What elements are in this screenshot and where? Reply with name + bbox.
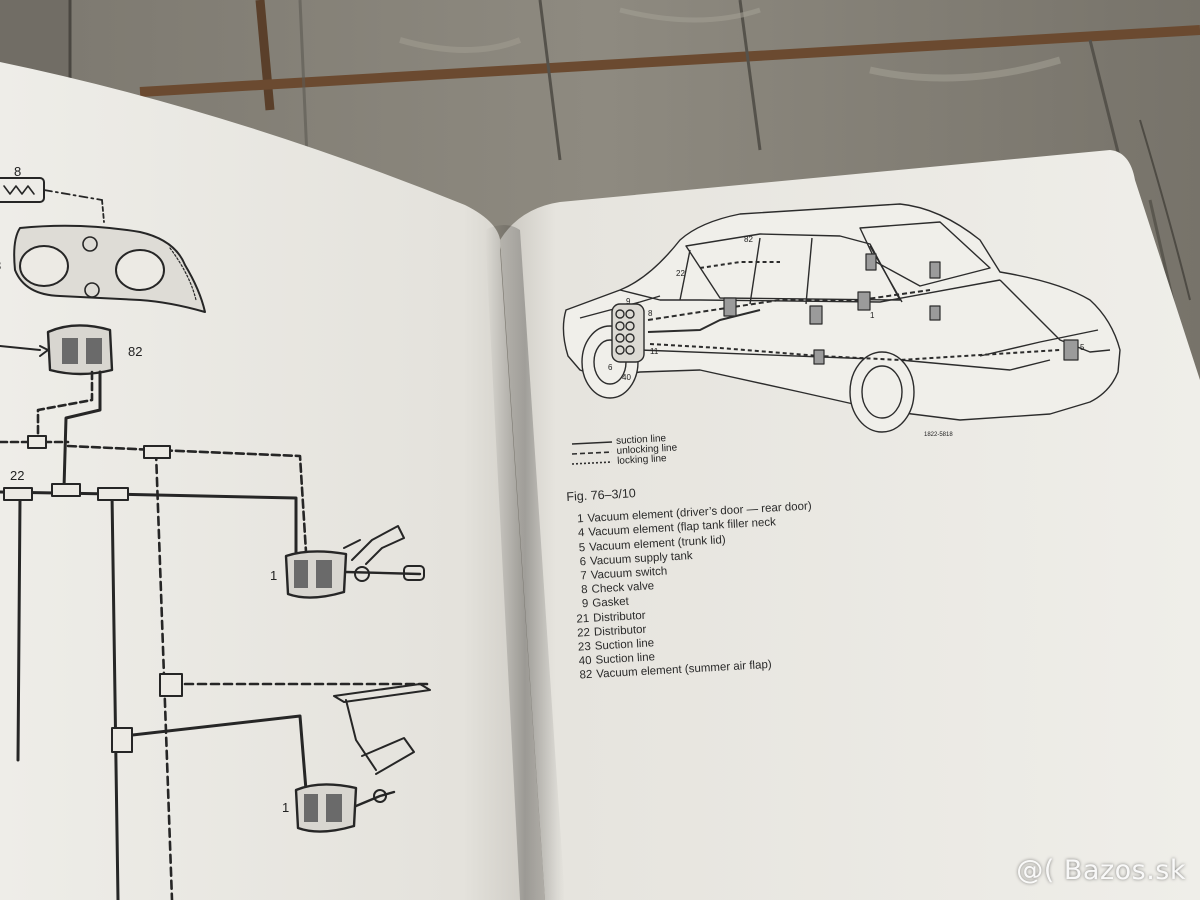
check-valve-symbol (0, 177, 105, 223)
car-callout-22: 22 (676, 269, 685, 278)
car-callout-11: 11 (650, 347, 659, 356)
legend-item-number: 82 (579, 669, 593, 682)
legend-item-number: 21 (576, 612, 590, 626)
legend-item-text: Check valve (591, 580, 655, 596)
legend-locking-line: locking line (617, 453, 667, 467)
legend-item-number: 4 (577, 527, 585, 540)
legend-item-number: 1 (576, 513, 584, 526)
legend-item-text: Distributor (592, 609, 646, 625)
callout-82: 82 (128, 344, 142, 359)
callout-1-lower: 1 (282, 800, 289, 815)
car-callout-9: 9 (626, 297, 631, 306)
legend-item-number: 40 (578, 655, 592, 668)
gasket-symbol (13, 224, 206, 313)
vacuum-element-1-lower-symbol (294, 683, 431, 833)
vacuum-schematic (0, 177, 431, 900)
car-callout-1: 1 (870, 311, 875, 320)
legend-item-number: 7 (580, 569, 588, 583)
legend-item-number: 5 (578, 541, 586, 554)
vacuum-element-82-symbol (0, 324, 114, 376)
callout-3: 3 (0, 258, 1, 273)
callout-8: 8 (14, 164, 21, 179)
line-legend-samples (571, 441, 613, 465)
legend-suction-line: suction line (616, 433, 667, 447)
car-illustration (562, 203, 1121, 433)
callout-1-upper: 1 (270, 568, 277, 583)
car-callout-8: 8 (648, 309, 653, 318)
car-callout-82: 82 (744, 235, 753, 244)
car-callout-6: 6 (608, 363, 613, 372)
vacuum-tank-symbol (611, 303, 645, 363)
callout-22: 22 (10, 468, 24, 483)
legend-item-number: 8 (580, 584, 588, 597)
vacuum-element-1-upper-symbol (284, 525, 425, 599)
legend-item-text: Gasket (592, 596, 630, 611)
bazos-watermark: @( Bazos.sk (1016, 855, 1186, 886)
legend-item-number: 6 (579, 555, 587, 569)
car-callout-40: 40 (622, 373, 631, 382)
legend-unlocking-line: unlocking line (616, 442, 678, 456)
car-callout-5: 5 (1080, 343, 1085, 352)
legend-item-number: 23 (577, 640, 592, 654)
drawing-code: 1822-5818 (924, 432, 953, 438)
legend-item-number: 9 (581, 598, 589, 611)
legend-item-number: 22 (576, 626, 591, 640)
